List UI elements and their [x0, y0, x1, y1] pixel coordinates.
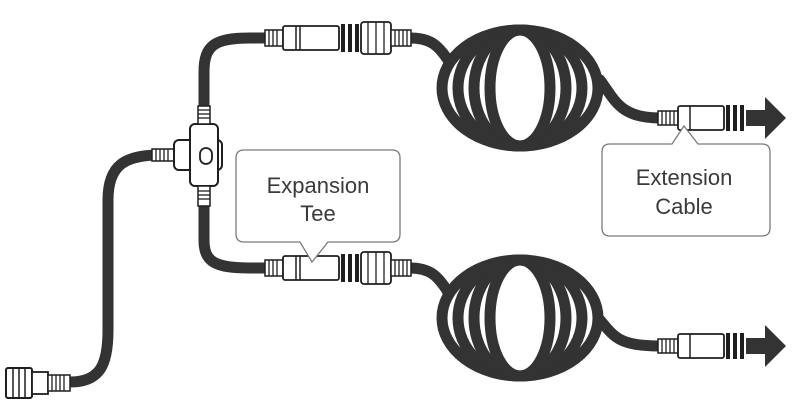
expansion-tee-connector: [151, 105, 223, 207]
top-branch-cable: [198, 32, 274, 118]
input-connector: [5, 367, 71, 399]
top-cable-coil: [436, 24, 604, 152]
top-coil-lead: [404, 32, 454, 66]
expansion-tee-label-line2: Tee: [300, 201, 335, 226]
expansion-tee-label-line1: Expansion: [267, 173, 370, 198]
top-end-connector: [657, 105, 744, 131]
arrow-right-icon: [746, 97, 786, 139]
extension-cable-callout: Extension Cable: [601, 124, 771, 237]
top-connector-pair: [264, 21, 412, 55]
extension-cable-label-line1: Extension: [636, 165, 733, 190]
extension-cable-label-line2: Cable: [655, 194, 712, 219]
bottom-coil-exit: [594, 314, 666, 352]
top-coil-exit: [594, 74, 666, 124]
bottom-cable-coil: [436, 254, 604, 382]
bottom-connector-pair: [264, 251, 412, 285]
expansion-tee-callout: Expansion Tee: [235, 149, 401, 264]
bottom-branch-cable: [198, 199, 274, 274]
bottom-coil-lead: [404, 262, 454, 298]
bottom-end-connector: [657, 333, 744, 359]
arrow-right-icon: [746, 325, 786, 367]
feed-cable: [64, 149, 166, 388]
